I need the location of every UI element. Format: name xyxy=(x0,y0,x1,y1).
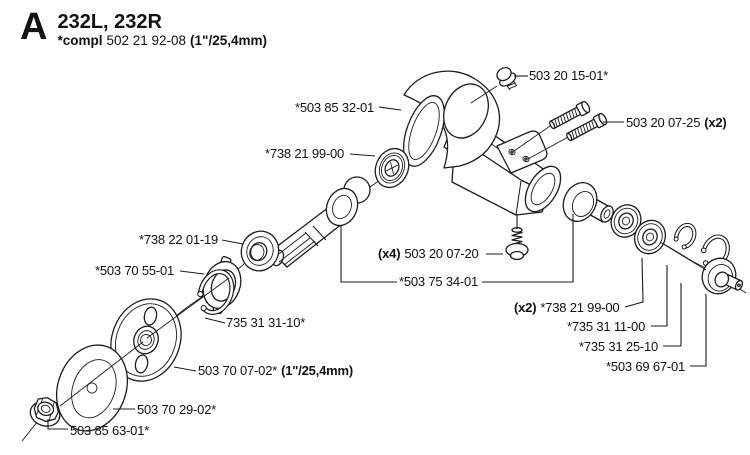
part-label-output-bearings: (x2)*738 21 99-00 xyxy=(514,300,620,315)
bevel-gear-drawing xyxy=(550,170,614,234)
support-cup-drawing xyxy=(56,344,128,432)
part-label-drive-disc: 503 70 07-02*(1"/25,4mm) xyxy=(198,363,353,378)
part-label-top-screw: 503 20 15-01* xyxy=(529,68,609,83)
axis-lines xyxy=(21,157,747,442)
part-label-support-washer: *503 70 55-01 xyxy=(95,263,175,278)
end-cap-drawing xyxy=(701,257,744,295)
part-label-clamp-bolts: 503 20 07-25(x2) xyxy=(626,115,727,130)
part-label-front-bearing: *738 22 01-19 xyxy=(139,232,219,247)
part-label-front-bearing-seal: *738 21 99-00 xyxy=(265,146,345,161)
compl-size: (1"/25,4mm) xyxy=(190,33,267,48)
front-bearing-drawing xyxy=(240,230,280,272)
part-label-gear-housing: *503 85 32-01 xyxy=(295,100,375,115)
housing-screw-drawing xyxy=(505,227,529,261)
top-screw-drawing xyxy=(496,66,518,91)
gear-housing-drawing xyxy=(402,70,562,216)
part-label-housing-screws: (x4)503 20 07-20 xyxy=(378,246,479,261)
part-label-front-lock-ring: 735 31 31-10* xyxy=(226,315,306,330)
part-label-lock-nut: 503 85 63-01* xyxy=(70,423,150,438)
small-lock-ring-drawing xyxy=(673,222,697,250)
section-letter: A xyxy=(20,6,48,48)
part-label-small-lock-ring: *735 31 11-00 xyxy=(567,319,646,334)
part-label-support-cup: 503 70 29-02* xyxy=(137,402,217,417)
pinion-shaft-drawing xyxy=(270,176,371,268)
axis-overlays xyxy=(59,241,707,407)
part-label-end-cap: *503 69 67-01 xyxy=(606,359,686,374)
lock-nut-drawing xyxy=(29,397,61,427)
part-label-bevel-gear-set: *503 75 34-01 xyxy=(399,274,479,289)
leader-lines xyxy=(47,75,707,430)
front-bearing-seal-drawing xyxy=(374,147,410,189)
drive-disc-drawing xyxy=(110,298,182,382)
front-lock-ring-drawing xyxy=(197,269,235,315)
part-label-output-lock-ring: *735 31 25-10 xyxy=(579,339,659,354)
output-bearing-1-drawing xyxy=(610,204,642,238)
compl-number: 502 21 92-08 xyxy=(106,33,187,48)
compl-prefix: *compl xyxy=(57,33,103,48)
fastener-axis-lines xyxy=(470,85,571,160)
output-bearing-2-drawing xyxy=(633,219,667,255)
model-names: 232L, 232R xyxy=(57,11,162,33)
